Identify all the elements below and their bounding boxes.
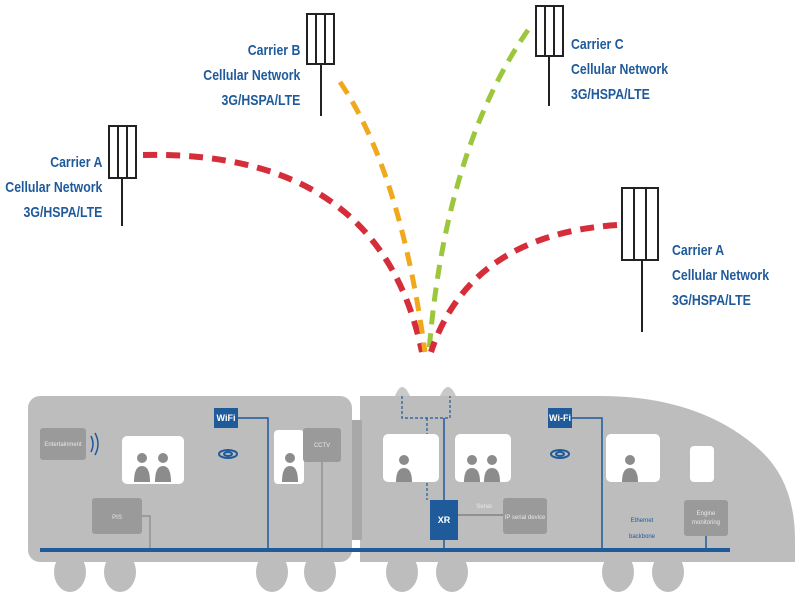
- car-coupler: [352, 420, 362, 540]
- ip-serial-device-box: [503, 498, 547, 534]
- network-name: Cellular Network: [672, 267, 770, 284]
- carrier-name: Carrier A: [49, 154, 102, 171]
- roof-antenna-icon: [395, 387, 410, 396]
- ip-device-label: IP serial device: [505, 515, 546, 521]
- network-name: Cellular Network: [4, 179, 102, 196]
- wifi-label-2: Wi-Fi: [549, 413, 571, 423]
- network-tech: 3G/HSPA/LTE: [571, 86, 650, 103]
- wifi-signal-icon: [550, 449, 570, 459]
- passenger-icon: [134, 453, 638, 482]
- signal-link-red: [142, 151, 425, 353]
- window: [690, 446, 714, 482]
- cctv-label: CCTV: [314, 443, 330, 449]
- engine-label: Engine: [697, 511, 716, 517]
- cctv-box: [303, 428, 341, 462]
- window: [122, 436, 184, 484]
- ethernet-label: Ethernet: [631, 518, 654, 524]
- tower-label-carrier-a-right: Carrier A Cellular Network 3G/HSPA/LTE: [672, 238, 769, 313]
- signal-link-green: [426, 28, 531, 353]
- signal-icon: [90, 435, 94, 453]
- cell-tower-icon: [535, 5, 564, 106]
- tower-label-carrier-a-left: Carrier A Cellular Network 3G/HSPA/LTE: [5, 150, 102, 225]
- wifi-access-point: [548, 408, 572, 428]
- network-name: Cellular Network: [571, 61, 669, 78]
- window: [383, 434, 439, 482]
- wifi-signal-icon: [218, 449, 238, 459]
- router-label: XR: [438, 515, 451, 525]
- cell-tower-icon: [108, 125, 137, 226]
- train-wheels: [54, 552, 684, 592]
- entertainment-box: [40, 428, 86, 460]
- wifi-access-point: [214, 408, 238, 428]
- roof-antenna-icon: [440, 387, 456, 396]
- serial-label: Serial: [476, 504, 491, 510]
- pis-box: [92, 498, 142, 534]
- carrier-name: Carrier C: [571, 36, 624, 53]
- pis-label: PIS: [112, 515, 122, 521]
- signal-link-orange: [337, 80, 428, 353]
- monitoring-label: monitoring: [692, 520, 720, 526]
- cell-tower-icon: [306, 13, 335, 116]
- window: [455, 434, 511, 482]
- train: Entertainment CCTV PIS WiFi Wi-Fi XR IP …: [0, 387, 800, 600]
- network-tech: 3G/HSPA/LTE: [23, 204, 102, 221]
- backbone-label: backbone: [629, 534, 656, 540]
- network-tech: 3G/HSPA/LTE: [672, 292, 751, 309]
- network-tech: 3G/HSPA/LTE: [221, 92, 300, 109]
- antenna-cable: [401, 396, 451, 419]
- carrier-name: Carrier A: [672, 242, 725, 259]
- cell-tower-icon: [621, 187, 659, 332]
- engine-monitoring-box: [684, 500, 728, 536]
- signal-link-red: [428, 222, 618, 353]
- router-box: [430, 500, 458, 540]
- tower-label-carrier-c: Carrier C Cellular Network 3G/HSPA/LTE: [571, 32, 668, 107]
- tower-label-carrier-b: Carrier B Cellular Network 3G/HSPA/LTE: [203, 38, 300, 113]
- carrier-name: Carrier B: [247, 42, 300, 59]
- entertainment-label: Entertainment: [44, 442, 82, 448]
- network-name: Cellular Network: [202, 67, 300, 84]
- wifi-label: WiFi: [217, 413, 236, 423]
